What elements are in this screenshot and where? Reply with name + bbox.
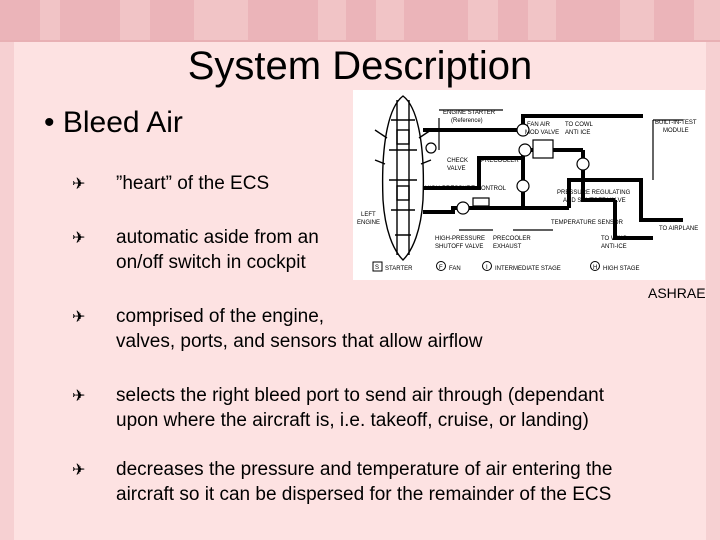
- header-column: [60, 0, 120, 40]
- diagram-label: BUILT-IN-TEST: [655, 120, 697, 126]
- header-column: [248, 0, 318, 40]
- legend-label: INTERMEDIATE STAGE: [495, 266, 561, 272]
- diagram-label: ENGINE STARTER: [443, 110, 496, 116]
- header-column: [556, 0, 620, 40]
- bleed-air-schematic: ENGINE STARTER (Reference) FAN AIR MOD V…: [357, 95, 698, 272]
- diagram-label: HIGH-PRESSURE CONTROL: [425, 186, 507, 192]
- diagram-label: TO WING: [601, 236, 628, 242]
- legend-key: F: [439, 265, 443, 271]
- engine-drawing: [374, 95, 432, 261]
- diagram-label: EXHAUST: [493, 244, 522, 250]
- thin-lines: [438, 109, 683, 231]
- diagram-label: ANTI-ICE: [601, 244, 627, 250]
- bullet-line: ”heart” of the ECS: [116, 173, 270, 194]
- diagram-label: HIGH-PRESSURE: [435, 236, 485, 242]
- diagram-label: ENGINE: [357, 220, 380, 226]
- bullet-line: selects the right bleed port to send air…: [116, 385, 604, 406]
- legend-label: STARTER: [385, 266, 413, 272]
- airplane-bullet-icon: ✈: [72, 386, 86, 405]
- legend-key: I: [486, 265, 488, 271]
- bullet-line: upon where the aircraft is, i.e. takeoff…: [116, 410, 589, 431]
- main-bullet: • Bleed Air: [44, 106, 183, 139]
- header-column: [498, 0, 528, 40]
- bullet-line: decreases the pressure and temperature o…: [116, 459, 613, 480]
- diagram-label: CHECK: [447, 158, 468, 164]
- bleed-air-diagram: ENGINE STARTER (Reference) FAN AIR MOD V…: [353, 90, 705, 280]
- airplane-bullet-icon: ✈: [72, 174, 86, 193]
- header-column: [404, 0, 468, 40]
- bullet-line: automatic aside from an: [116, 227, 319, 248]
- slide-title: System Description: [187, 44, 533, 88]
- airplane-bullet-icon: ✈: [72, 460, 86, 479]
- diagram-label: PRECOOLER: [481, 158, 519, 164]
- airplane-bullet-icon: ✈: [72, 228, 86, 247]
- diagram-label: TO AIRPLANE: [659, 226, 698, 232]
- airplane-bullet-icon: ✈: [72, 307, 86, 326]
- diagram-label: PRECOOLER: [493, 236, 531, 242]
- valve-symbols: [425, 123, 590, 215]
- header-column: [150, 0, 194, 40]
- header-column: [0, 0, 40, 40]
- header-column: [346, 0, 376, 40]
- diagram-label: SHUTOFF VALVE: [435, 244, 483, 250]
- bullet-line: aircraft so it can be dispersed for the …: [116, 484, 612, 505]
- diagram-label: TO COWL: [565, 122, 594, 128]
- legend-label: FAN: [449, 266, 461, 272]
- bullet-line: on/off switch in cockpit: [116, 252, 306, 273]
- duct-lines: [423, 114, 683, 240]
- diagram-label: MODULE: [663, 128, 689, 134]
- diagram-label: (Reference): [451, 118, 483, 124]
- image-credit: ASHRAE: [648, 285, 706, 301]
- diagram-label: FAN AIR: [527, 122, 551, 128]
- diagram-label: MOD VALVE: [525, 130, 559, 136]
- legend-key: H: [593, 265, 597, 271]
- diagram-label: AND SHUTOFF VALVE: [563, 198, 626, 204]
- left-frame: [0, 42, 14, 540]
- diagram-label: VALVE: [447, 166, 465, 172]
- bullet-line: valves, ports, and sensors that allow ai…: [116, 331, 483, 352]
- legend-label: HIGH STAGE: [603, 266, 640, 272]
- diagram-label: ANTI ICE: [565, 130, 590, 136]
- right-frame: [706, 42, 720, 540]
- diagram-label: TEMPERATURE SENSOR: [551, 220, 624, 226]
- diagram-label: LEFT: [361, 212, 376, 218]
- bullet-line: comprised of the engine,: [116, 306, 325, 327]
- diagram-legend: S STARTER F FAN I INTERMEDIATE STAGE H H…: [372, 261, 640, 272]
- diagram-label: PRESSURE REGULATING: [557, 190, 631, 196]
- legend-key: S: [375, 265, 379, 271]
- header-divider: [0, 40, 720, 42]
- header-column: [654, 0, 694, 40]
